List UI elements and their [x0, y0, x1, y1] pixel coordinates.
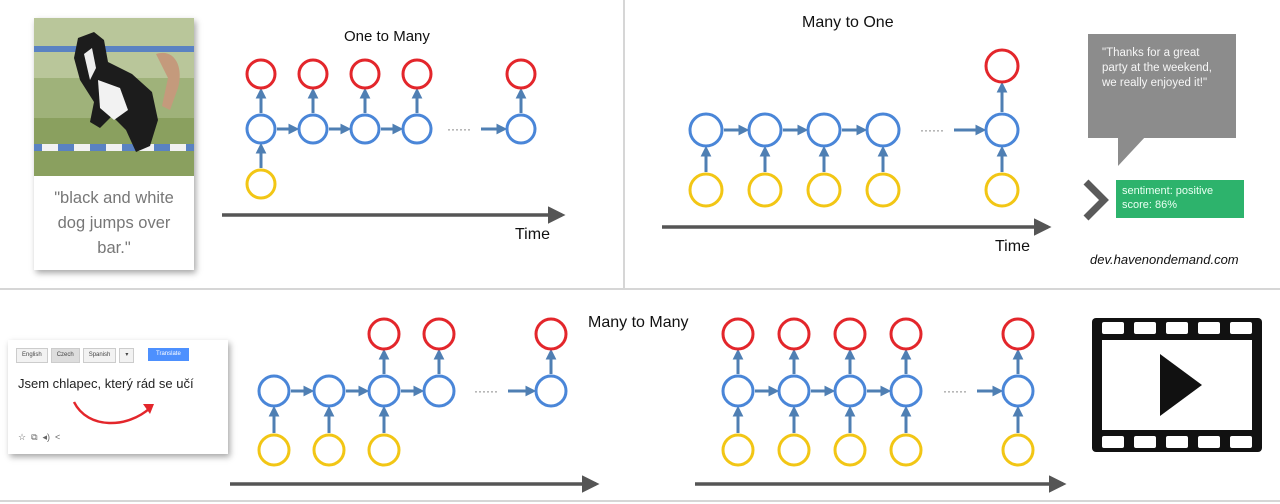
- many-to-many-a-output-node: [367, 317, 401, 351]
- many-to-many-b-hidden-node: [721, 374, 755, 408]
- many-to-many-b-hidden-node: [777, 374, 811, 408]
- many-to-many-a-output-node: [422, 317, 456, 351]
- many-to-many-b-input-node: [721, 433, 755, 467]
- many-to-many-a-hidden-node: [312, 374, 346, 408]
- time-label-one-to-many: Time: [515, 226, 550, 243]
- many-to-one-ellipsis: ······: [920, 123, 944, 137]
- many-to-many-b-output-node: [889, 317, 923, 351]
- language-dropdown[interactable]: ▾: [119, 348, 135, 363]
- many-to-many-a-input-node: [257, 433, 291, 467]
- tab-czech[interactable]: Czech: [50, 348, 80, 363]
- source-credit: dev.havenondemand.com: [1090, 252, 1239, 267]
- many-to-many-a-hidden-node: [367, 374, 401, 408]
- one-to-many-input-node: [245, 168, 277, 200]
- many-to-many-b-ellipsis: ······: [943, 384, 967, 398]
- one-to-many-ellipsis: ······: [447, 122, 471, 136]
- chevron-down-icon: ▾: [125, 352, 129, 358]
- many-to-one-input-node: [688, 172, 724, 208]
- many-to-many-b-hidden-node: [833, 374, 867, 408]
- title-many-to-many: Many to Many: [588, 314, 689, 331]
- sentiment-label: sentiment: positive: [1122, 185, 1214, 197]
- one-to-many-hidden-node: [297, 113, 329, 145]
- many-to-many-b-output-node: [1001, 317, 1035, 351]
- many-to-one-output-node: [984, 48, 1020, 84]
- one-to-many-hidden-node: [349, 113, 381, 145]
- title-one-to-many: One to Many: [344, 28, 430, 45]
- translate-button[interactable]: Translate: [148, 348, 189, 361]
- many-to-one-hidden-node: [688, 112, 724, 148]
- tab-english[interactable]: English: [16, 348, 48, 363]
- many-to-one-input-node: [806, 172, 842, 208]
- translate-widget: English Czech Spanish ▾ Translate Jsem c…: [8, 340, 228, 454]
- many-to-many-a-input-node: [312, 433, 346, 467]
- translated-text: Jsem chlapec, který rád se učí: [18, 376, 194, 391]
- many-to-many-b-input-node: [833, 433, 867, 467]
- many-to-many-b-output-node: [777, 317, 811, 351]
- language-tabs: English Czech Spanish ▾: [16, 348, 135, 363]
- word-link-arrow: [72, 401, 154, 425]
- dog-jumping-photo: [34, 18, 194, 176]
- copy-icon[interactable]: ⧉: [31, 432, 38, 442]
- share-icon[interactable]: <: [55, 432, 61, 442]
- dog-photo-card: "black and white dog jumps over bar.": [34, 18, 194, 270]
- many-to-many-b-output-node: [721, 317, 755, 351]
- many-to-many-a-output-node: [534, 317, 568, 351]
- many-to-one-hidden-node: [984, 112, 1020, 148]
- one-to-many-hidden-node: [401, 113, 433, 145]
- many-to-one-hidden-node: [865, 112, 901, 148]
- review-bubble: "Thanks for a great party at the weekend…: [1088, 34, 1236, 138]
- many-to-many-a-hidden-node: [534, 374, 568, 408]
- many-to-one-input-node: [984, 172, 1020, 208]
- many-to-many-a-ellipsis: ······: [474, 384, 498, 398]
- many-to-many-a-input-node: [367, 433, 401, 467]
- many-to-many-b-input-node: [1001, 433, 1035, 467]
- one-to-many-output-node: [245, 58, 277, 90]
- one-to-many-output-node: [401, 58, 433, 90]
- many-to-one-input-node: [747, 172, 783, 208]
- many-to-many-b-hidden-node: [889, 374, 923, 408]
- many-to-one-input-node: [865, 172, 901, 208]
- one-to-many-output-node: [505, 58, 537, 90]
- many-to-one-hidden-node: [747, 112, 783, 148]
- one-to-many-hidden-node: [245, 113, 277, 145]
- one-to-many-output-node: [297, 58, 329, 90]
- many-to-many-a-hidden-node: [422, 374, 456, 408]
- title-many-to-one: Many to One: [802, 14, 894, 31]
- video-icon: [1092, 318, 1262, 452]
- many-to-many-a-hidden-node: [257, 374, 291, 408]
- tab-spanish[interactable]: Spanish: [82, 348, 117, 363]
- many-to-many-b-output-node: [833, 317, 867, 351]
- many-to-many-b-input-node: [889, 433, 923, 467]
- star-icon[interactable]: ☆: [18, 432, 27, 442]
- time-label-many-to-one: Time: [995, 238, 1030, 255]
- one-to-many-hidden-node: [505, 113, 537, 145]
- many-to-many-b-input-node: [777, 433, 811, 467]
- image-caption: "black and white dog jumps over bar.": [54, 189, 174, 257]
- one-to-many-output-node: [349, 58, 381, 90]
- translate-tools: ☆ ⧉ ◂) <: [18, 432, 60, 443]
- sentiment-score: score: 86%: [1122, 199, 1178, 211]
- speaker-icon[interactable]: ◂): [42, 432, 51, 442]
- many-to-many-b-hidden-node: [1001, 374, 1035, 408]
- many-to-one-hidden-node: [806, 112, 842, 148]
- bubble-tail: [1118, 136, 1146, 166]
- chevron-right-icon: [1083, 179, 1109, 221]
- sentiment-result: sentiment: positive score: 86%: [1116, 180, 1244, 218]
